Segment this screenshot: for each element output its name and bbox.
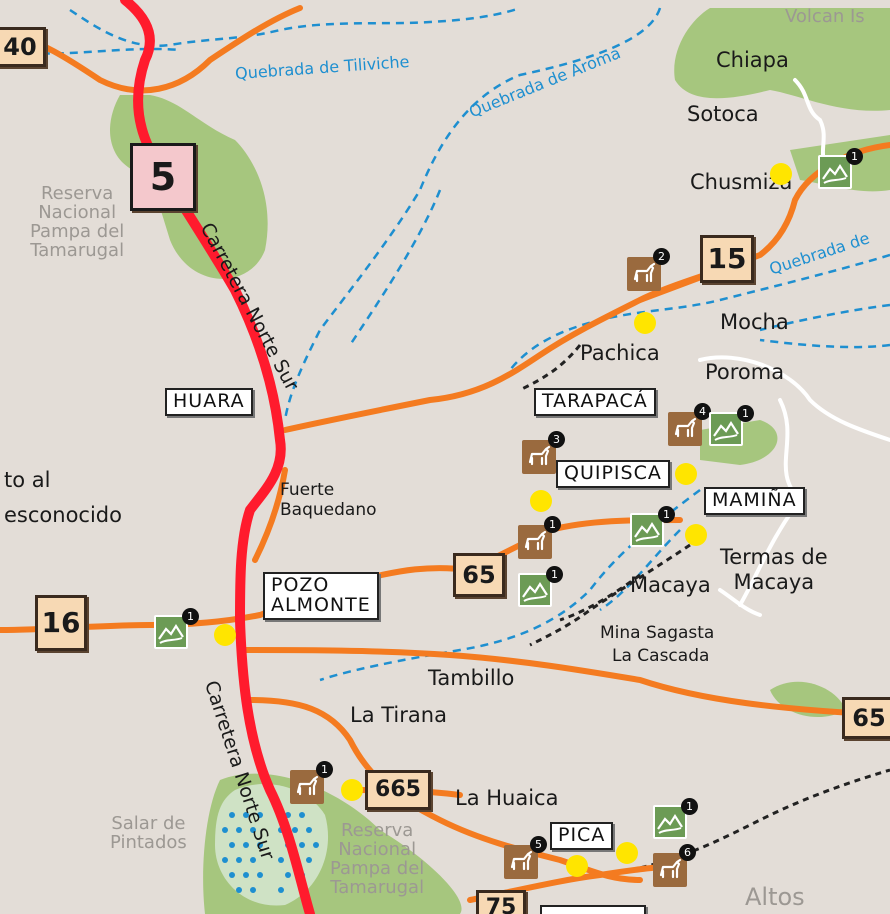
- town-pica[interactable]: PICA: [550, 822, 614, 850]
- scenic-poi[interactable]: 1: [630, 506, 675, 547]
- scenic-poi[interactable]: 1: [154, 608, 199, 649]
- scenic-poi[interactable]: 1: [818, 148, 863, 189]
- route-shield-15[interactable]: 15: [700, 235, 754, 283]
- place-sotoca: Sotoca: [687, 102, 759, 126]
- town-tarapaca[interactable]: TARAPACÁ: [534, 388, 656, 416]
- road: [0, 5, 303, 94]
- town-dot: [675, 463, 697, 485]
- poi-count-badge: 1: [546, 566, 563, 583]
- town-dot: [685, 524, 707, 546]
- place-esconocido: esconocido: [4, 503, 122, 527]
- town-huara[interactable]: HUARA: [165, 388, 253, 416]
- scenic-poi[interactable]: 1: [518, 566, 563, 607]
- altos-label: Altos: [745, 883, 805, 911]
- poi-count-badge: 1: [681, 798, 698, 815]
- town-partial[interactable]: [540, 905, 646, 914]
- river-tiliviche: [69, 6, 521, 48]
- poi-count-badge: 1: [846, 148, 863, 165]
- road: [252, 467, 288, 563]
- road: [237, 647, 890, 718]
- wildlife-poi[interactable]: 6: [653, 844, 696, 887]
- place-la-cascada: La Cascada: [612, 646, 710, 666]
- salar-label: Salar de Pintados: [110, 813, 187, 853]
- town-dot: [634, 312, 656, 334]
- route-shield-16[interactable]: 16: [35, 595, 87, 651]
- place-fuerte-baquedano: Fuerte Baquedano: [280, 480, 377, 521]
- place-to-al: to al: [4, 468, 51, 492]
- scenic-poi[interactable]: 1: [709, 405, 754, 446]
- river-tarapaca: [509, 253, 890, 371]
- town-dot: [214, 624, 236, 646]
- reserve-label-bottom: Reserva Nacional Pampa del Tamarugal: [330, 820, 425, 898]
- route-shield-665[interactable]: 665: [365, 770, 431, 810]
- place-mina-sagasta: Mina Sagasta: [600, 623, 715, 643]
- town-dot: [566, 855, 588, 877]
- wildlife-poi[interactable]: 1: [290, 761, 333, 804]
- poi-count-badge: 1: [316, 761, 333, 778]
- place-poroma: Poroma: [705, 360, 785, 384]
- town-mamina[interactable]: MAMIÑA: [704, 487, 805, 515]
- river-line: [599, 529, 681, 612]
- poi-count-badge: 1: [737, 405, 754, 422]
- town-dot: [341, 779, 363, 801]
- reserve-label-top: Reserva Nacional Pampa del Tamarugal: [30, 183, 125, 261]
- town-dot: [770, 163, 792, 185]
- route-shield-5[interactable]: 5: [130, 143, 196, 211]
- town-pozo-almonte[interactable]: POZO ALMONTE: [263, 572, 379, 620]
- trail: [519, 344, 582, 392]
- trail: [529, 543, 691, 647]
- wildlife-poi[interactable]: 2: [627, 248, 670, 291]
- place-termas-macaya: Termas de Macaya: [720, 545, 828, 595]
- place-tambillo: Tambillo: [428, 666, 515, 690]
- poi-count-badge: 2: [653, 248, 670, 265]
- town-dot: [530, 490, 552, 512]
- route-shield-65[interactable]: 65: [453, 553, 505, 597]
- wildlife-poi[interactable]: 3: [522, 431, 565, 474]
- town-quipisca[interactable]: QUIPISCA: [556, 460, 670, 488]
- wildlife-poi[interactable]: 4: [668, 403, 711, 446]
- poi-count-badge: 6: [679, 844, 696, 861]
- poi-count-badge: 1: [658, 506, 675, 523]
- place-chiapa: Chiapa: [716, 48, 789, 72]
- river-line: [348, 189, 442, 346]
- volcan-label: Volcan Is: [785, 6, 865, 27]
- route-shield-65-east[interactable]: 65: [842, 697, 890, 739]
- route-shield-40[interactable]: 40: [0, 27, 46, 67]
- river-line: [759, 303, 890, 332]
- place-mocha: Mocha: [720, 310, 789, 334]
- town-dot: [616, 842, 638, 864]
- poi-count-badge: 1: [182, 608, 199, 625]
- route-shield-75[interactable]: 75: [476, 890, 526, 914]
- poi-count-badge: 3: [548, 431, 565, 448]
- wildlife-poi[interactable]: 5: [504, 836, 547, 879]
- scenic-poi[interactable]: 1: [653, 798, 698, 839]
- mountain-track: [718, 588, 762, 617]
- river-line: [759, 338, 890, 349]
- poi-count-badge: 5: [530, 836, 547, 853]
- place-la-tirana: La Tirana: [350, 703, 447, 727]
- place-pachica: Pachica: [580, 341, 660, 365]
- road: [282, 142, 890, 433]
- place-macaya: Macaya: [630, 573, 711, 597]
- wildlife-poi[interactable]: 1: [518, 516, 561, 559]
- poi-count-badge: 1: [544, 516, 561, 533]
- highway-5: [120, 0, 315, 914]
- place-chusmiza: Chusmiza: [690, 170, 793, 194]
- poi-count-badge: 4: [694, 403, 711, 420]
- mountain-track: [698, 355, 890, 442]
- vegetation-area: [674, 8, 890, 111]
- trail: [559, 573, 641, 622]
- place-la-huaica: La Huaica: [455, 786, 559, 810]
